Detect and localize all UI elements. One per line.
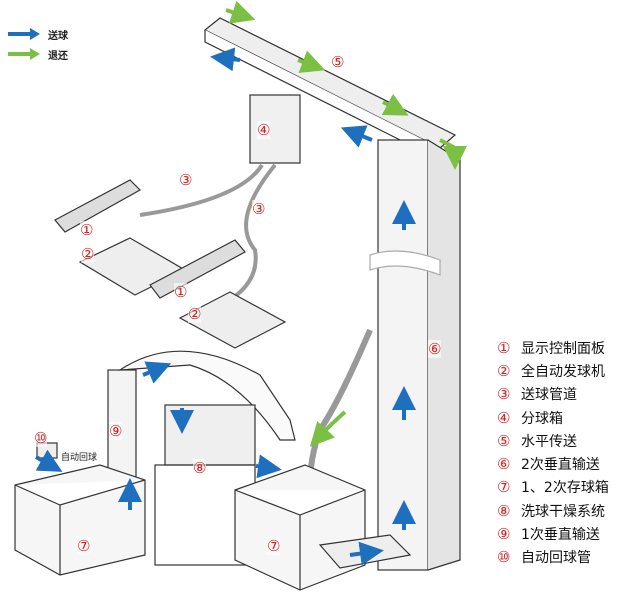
- key-label: 1次垂直输送: [521, 527, 600, 544]
- callout-7: ⑦: [77, 537, 91, 555]
- callout-10: ⑩: [34, 429, 48, 447]
- key-label: 自动回球管: [521, 550, 591, 567]
- key-item: ⑥ 2次垂直输送: [497, 452, 609, 475]
- ball-pipe: [139, 163, 264, 217]
- control-panel-1: [54, 179, 141, 233]
- callout-6: ⑥: [428, 340, 442, 358]
- key-item: ② 全自动发球机: [497, 359, 609, 382]
- callout-3: ③: [252, 200, 266, 218]
- key-number: ①: [497, 338, 511, 357]
- key-item: ④ 分球箱: [497, 406, 609, 429]
- key-number: ⑥: [497, 455, 511, 474]
- callout-1: ①: [174, 283, 188, 301]
- key-number: ②: [497, 361, 511, 380]
- key-label: 洗球干燥系统: [521, 503, 605, 520]
- wash-dry-system: [164, 404, 256, 466]
- key-label: 水平传送: [521, 433, 577, 450]
- ball-machine-2: [178, 291, 287, 349]
- callout-3: ③: [179, 171, 193, 189]
- key-label: 1、2次存球箱: [521, 480, 609, 497]
- callout-7: ⑦: [267, 537, 281, 555]
- key-label: 显示控制面板: [521, 340, 605, 357]
- callout-4: ④: [257, 121, 271, 139]
- key-item: ⑦ 1、2次存球箱: [497, 476, 609, 499]
- component-key: ① 显示控制面板 ② 全自动发球机 ③ 送球管道 ④ 分球箱 ⑤ 水平传送 ⑥ 2次垂直输送…: [497, 336, 609, 569]
- key-item: ⑩ 自动回球管: [497, 546, 609, 569]
- callout-2: ②: [188, 305, 202, 323]
- legend-label: 退还: [48, 50, 68, 62]
- callout-5: ⑤: [331, 53, 345, 71]
- key-label: 2次垂直输送: [521, 457, 600, 474]
- green-arrow-icon: [8, 48, 40, 60]
- callout-9: ⑨: [109, 422, 123, 440]
- flow-legend: 送球 退还: [8, 24, 68, 64]
- legend-item-return: 退还: [8, 44, 68, 64]
- key-item: ⑤ 水平传送: [497, 429, 609, 452]
- legend-label: 送球: [48, 30, 68, 42]
- key-item: ⑨ 1次垂直输送: [497, 522, 609, 545]
- key-item: ⑧ 洗球干燥系统: [497, 499, 609, 522]
- vertical-conveyor-2: [377, 139, 429, 571]
- control-panel-2: [149, 239, 246, 299]
- legend-item-send: 送球: [8, 24, 68, 44]
- key-number: ⑤: [497, 431, 511, 450]
- callout-1: ①: [80, 221, 94, 239]
- key-item: ① 显示控制面板: [497, 336, 609, 359]
- key-item: ③ 送球管道: [497, 383, 609, 406]
- key-label: 分球箱: [521, 410, 563, 427]
- callout-8: ⑧: [193, 459, 207, 477]
- key-number: ⑦: [497, 478, 511, 497]
- blue-arrow-icon: [8, 28, 40, 40]
- key-number: ⑨: [497, 525, 511, 544]
- key-number: ④: [497, 408, 511, 427]
- key-number: ⑩: [497, 548, 511, 567]
- key-number: ③: [497, 385, 511, 404]
- callout-2: ②: [81, 245, 95, 263]
- key-number: ⑧: [497, 501, 511, 520]
- key-label: 送球管道: [521, 387, 577, 404]
- key-label: 全自动发球机: [521, 363, 605, 380]
- auto-return-label: 自动回球: [61, 453, 98, 463]
- horizontal-conveyor: [203, 17, 457, 149]
